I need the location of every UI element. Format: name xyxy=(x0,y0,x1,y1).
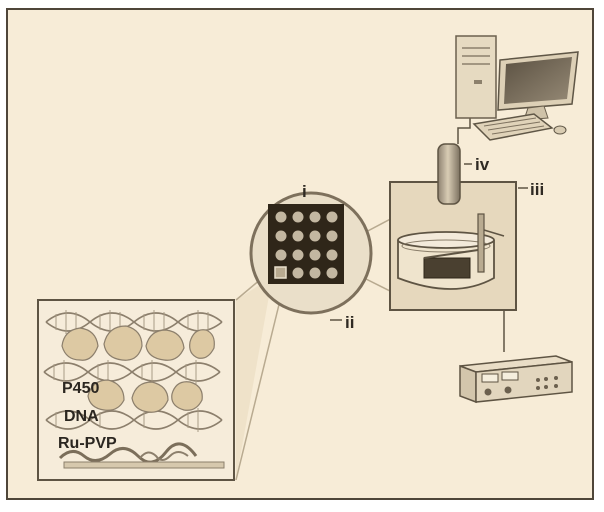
ru-pvp-polymer xyxy=(58,442,225,469)
label-ru-pvp: Ru-PVP xyxy=(58,435,117,452)
film-inset-panel xyxy=(37,299,235,481)
label-iii: iii xyxy=(530,180,545,199)
label-dna: DNA xyxy=(64,408,99,425)
label-ii: ii xyxy=(345,313,355,332)
label-i: i xyxy=(302,182,307,201)
magnification-circle xyxy=(249,191,373,315)
electrode-icon xyxy=(437,143,461,205)
label-iv: iv xyxy=(475,155,490,174)
potentiostat-icon xyxy=(459,355,573,404)
computer-icon xyxy=(455,35,579,141)
electrode-array-icon xyxy=(268,204,344,284)
label-leaders xyxy=(330,163,528,321)
label-p450: P450 xyxy=(62,380,100,397)
p450-proteins xyxy=(61,325,215,413)
dna-rungs xyxy=(53,310,209,432)
